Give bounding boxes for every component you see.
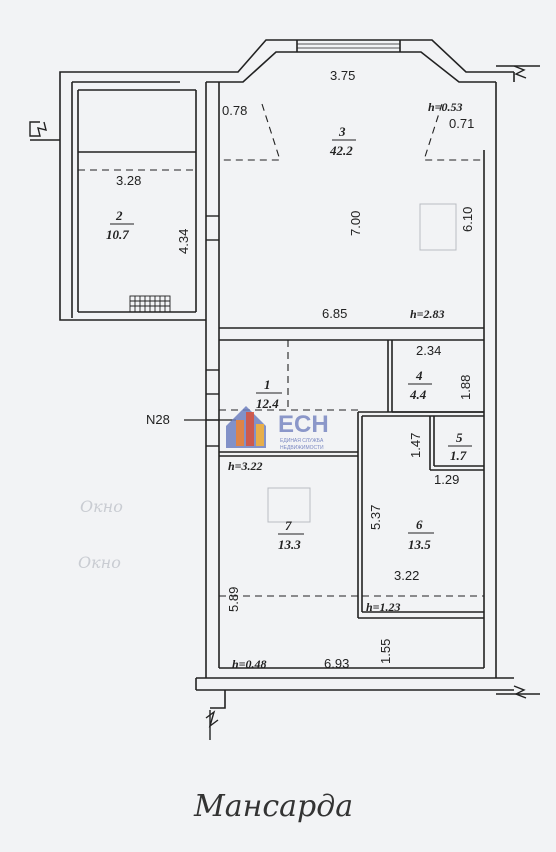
room-4-number: 4 <box>415 368 423 383</box>
room-3-number: 3 <box>338 124 346 139</box>
room-6-area: 13.5 <box>408 537 431 552</box>
height-lines <box>78 103 484 597</box>
dim-r2-height: 4.34 <box>176 229 191 254</box>
logo-sub2: НЕДВИЖИМОСТИ <box>280 445 324 451</box>
room-3-area: 42.2 <box>329 143 353 158</box>
dim-r2-width: 3.28 <box>116 173 141 188</box>
dim-r7-height: 5.89 <box>226 587 241 612</box>
room-5-number: 5 <box>456 430 463 445</box>
dim-r3-left-corner: 0.78 <box>222 103 247 118</box>
dim-r5-height: 1.47 <box>408 433 423 458</box>
handwritten-note-2: Окно <box>78 553 121 572</box>
room-2-number: 2 <box>115 208 123 223</box>
height-053: h=0.53 <box>428 100 463 114</box>
room-labels: 3 42.2 2 10.7 1 12.4 4 4.4 5 1.7 6 13.5 … <box>106 124 472 552</box>
dim-lower-right: 1.55 <box>378 639 393 664</box>
dim-r4-height: 1.88 <box>458 375 473 400</box>
dim-r7-width: 6.93 <box>324 656 349 671</box>
wall-ticks <box>206 215 219 447</box>
room-2-area: 10.7 <box>106 227 129 242</box>
dim-r6-width: 3.22 <box>394 568 419 583</box>
dim-r3-top: 3.75 <box>330 68 355 83</box>
height-283: h=2.83 <box>410 307 445 321</box>
room-7-area: 13.3 <box>278 537 301 552</box>
dim-r3-right-corner: 0.71 <box>449 116 474 131</box>
break-symbols <box>29 65 540 740</box>
plan-caption: Мансарда <box>193 789 353 824</box>
height-322: h=3.22 <box>228 459 263 473</box>
dim-r4-width: 2.34 <box>416 343 441 358</box>
room-5-area: 1.7 <box>450 448 467 463</box>
room-6-number: 6 <box>416 517 423 532</box>
dim-r3-bottom: 6.85 <box>322 306 347 321</box>
esn-logo: ЕСН ЕДИНАЯ СЛУЖБА НЕДВИЖИМОСТИ <box>226 406 329 451</box>
height-marks: h=0.53 h=2.83 h=3.22 h=1.23 h=0.48 <box>228 100 463 671</box>
logo-text: ЕСН <box>278 411 329 438</box>
dim-r3-height: 7.00 <box>348 211 363 236</box>
walls <box>59 39 515 709</box>
pencil-sketches <box>267 203 457 523</box>
dim-r6-height: 5.37 <box>368 505 383 530</box>
pointer-label: N28 <box>146 412 170 427</box>
height-123: h=1.23 <box>366 600 401 614</box>
room-4-area: 4.4 <box>409 387 427 402</box>
room-7-number: 7 <box>285 518 292 533</box>
logo-sub1: ЕДИНАЯ СЛУЖБА <box>280 438 324 444</box>
handwritten-note-1: Окно <box>80 497 123 516</box>
dimension-labels: 3.75 0.78 0.71 3.28 6.85 2.34 1.29 3.22 … <box>116 68 475 671</box>
dim-r5-width: 1.29 <box>434 472 459 487</box>
radiator-icon <box>129 295 171 313</box>
room-1-number: 1 <box>264 377 271 392</box>
height-048: h=0.48 <box>232 657 267 671</box>
room-1-area: 12.4 <box>256 396 279 411</box>
dim-r3-right: 6.10 <box>460 207 475 232</box>
